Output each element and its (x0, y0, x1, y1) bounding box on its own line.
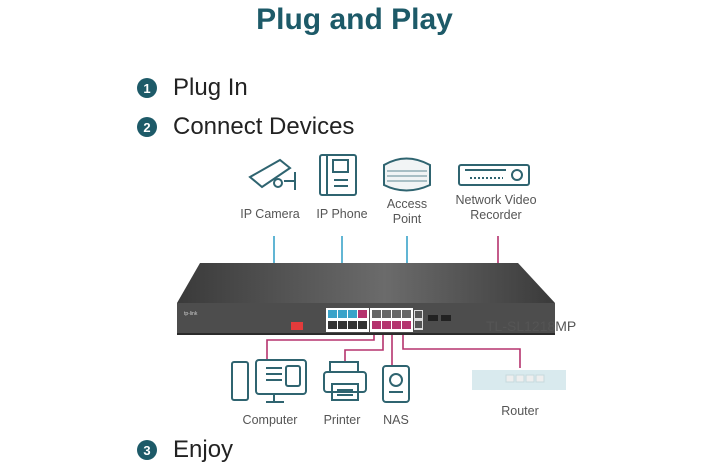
ip-camera-icon (248, 158, 296, 190)
label-nvr: Network Video Recorder (455, 193, 537, 222)
label-nas: NAS (383, 413, 409, 427)
reset-button (291, 322, 303, 330)
computer-icon (231, 359, 307, 403)
step-enjoy: 3 Enjoy (137, 436, 233, 464)
switch-device: tp-link (177, 263, 555, 335)
tp-link-logo: tp-link (184, 311, 198, 317)
line-router (402, 332, 521, 368)
step-number-badge: 1 (137, 78, 157, 98)
page-title: Plug and Play (256, 3, 453, 36)
label-computer: Computer (242, 413, 298, 427)
label-ip-camera: IP Camera (240, 207, 300, 221)
step-connect-devices: 2 Connect Devices (137, 113, 354, 141)
step-number-badge: 2 (137, 117, 157, 137)
step-label: Connect Devices (173, 113, 355, 140)
step-label: Plug In (173, 74, 248, 101)
access-point-icon (383, 157, 431, 192)
label-router: Router (501, 404, 539, 418)
poe-port-block (326, 308, 369, 332)
data-port-block (370, 308, 413, 332)
step-label: Enjoy (173, 436, 234, 463)
step-plug-in: 1 Plug In (137, 74, 248, 102)
printer-icon (323, 361, 367, 401)
ip-phone-icon (319, 154, 357, 196)
label-ip-phone: IP Phone (316, 207, 368, 221)
router-icon (472, 370, 566, 390)
label-access-point: Access Point (386, 197, 428, 226)
nas-icon (382, 365, 410, 403)
label-printer: Printer (323, 413, 361, 427)
switch-top (177, 263, 555, 303)
nvr-icon (458, 164, 530, 186)
uplink-ports (414, 310, 451, 330)
line-printer (344, 332, 384, 362)
switch-model-label: TL-SL1218MP (486, 318, 577, 334)
line-computer (266, 332, 375, 360)
step-number-badge: 3 (137, 440, 157, 460)
